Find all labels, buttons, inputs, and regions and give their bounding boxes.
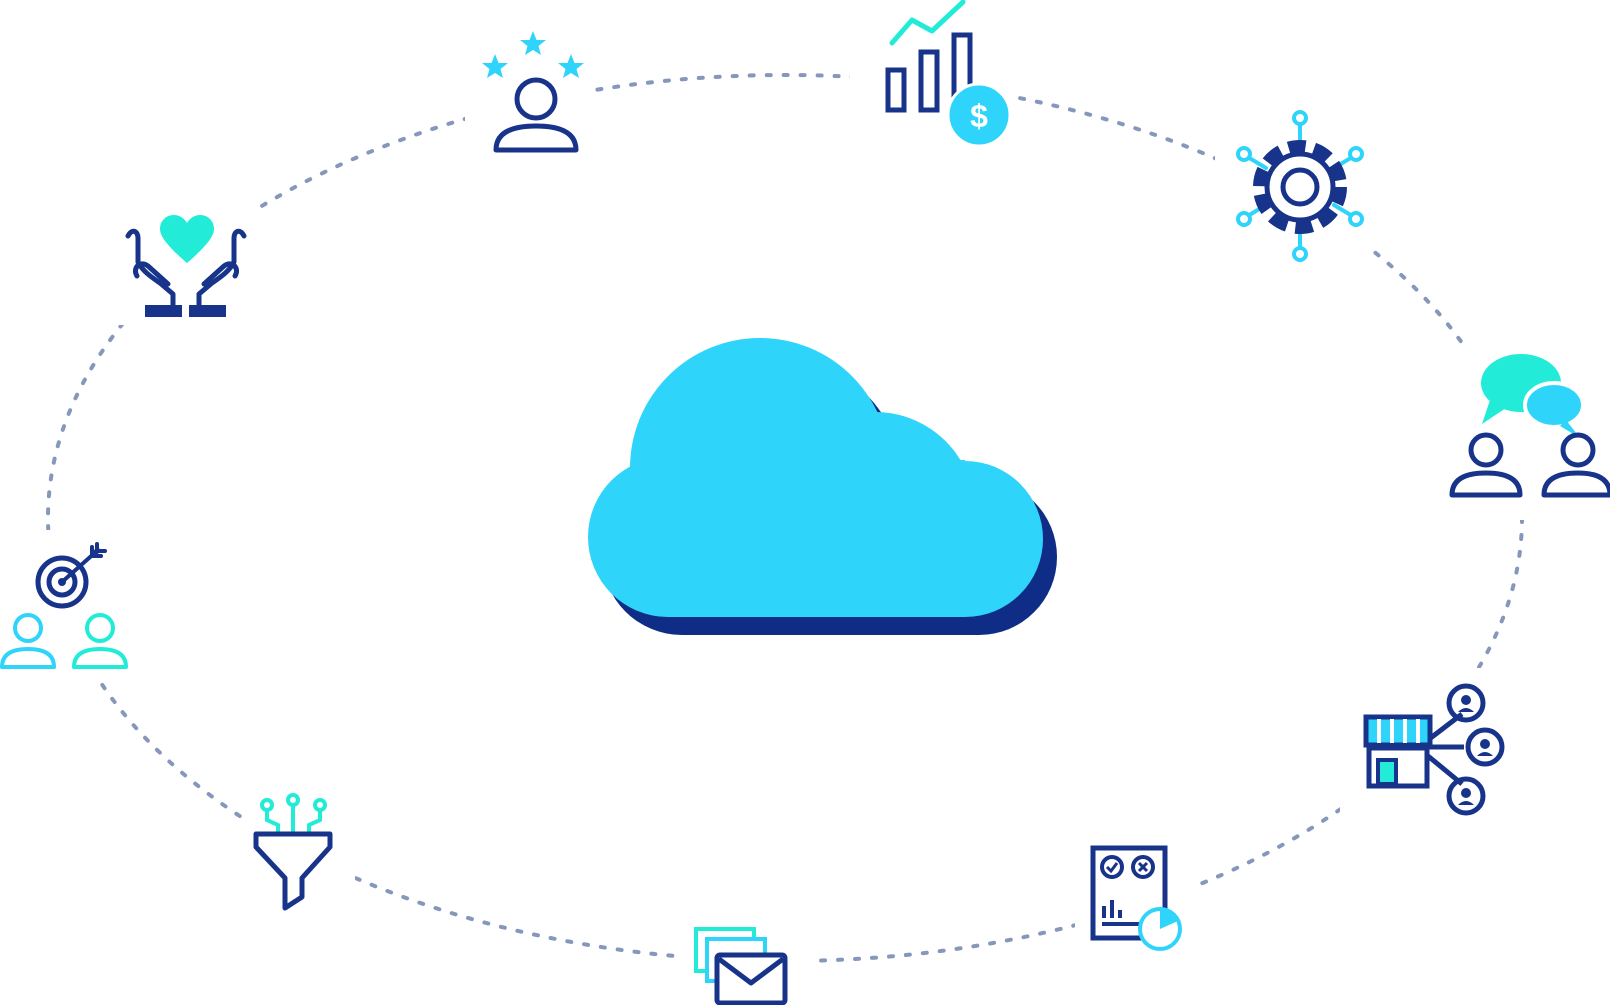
chart-dollar-icon: $ [885,0,1012,148]
person-stars-icon [482,31,584,153]
report-pie-icon [1090,845,1182,951]
gear-network-icon [1236,110,1364,262]
people-chat-icon [1449,354,1610,498]
hands-heart-icon [125,215,247,317]
store-network-icon [1363,683,1505,816]
email-stack-icon [694,927,788,1005]
funnel-icon [253,793,333,911]
svg-text:$: $ [970,98,988,134]
cloud-icon [588,338,1057,635]
target-audience-icon [0,542,128,669]
